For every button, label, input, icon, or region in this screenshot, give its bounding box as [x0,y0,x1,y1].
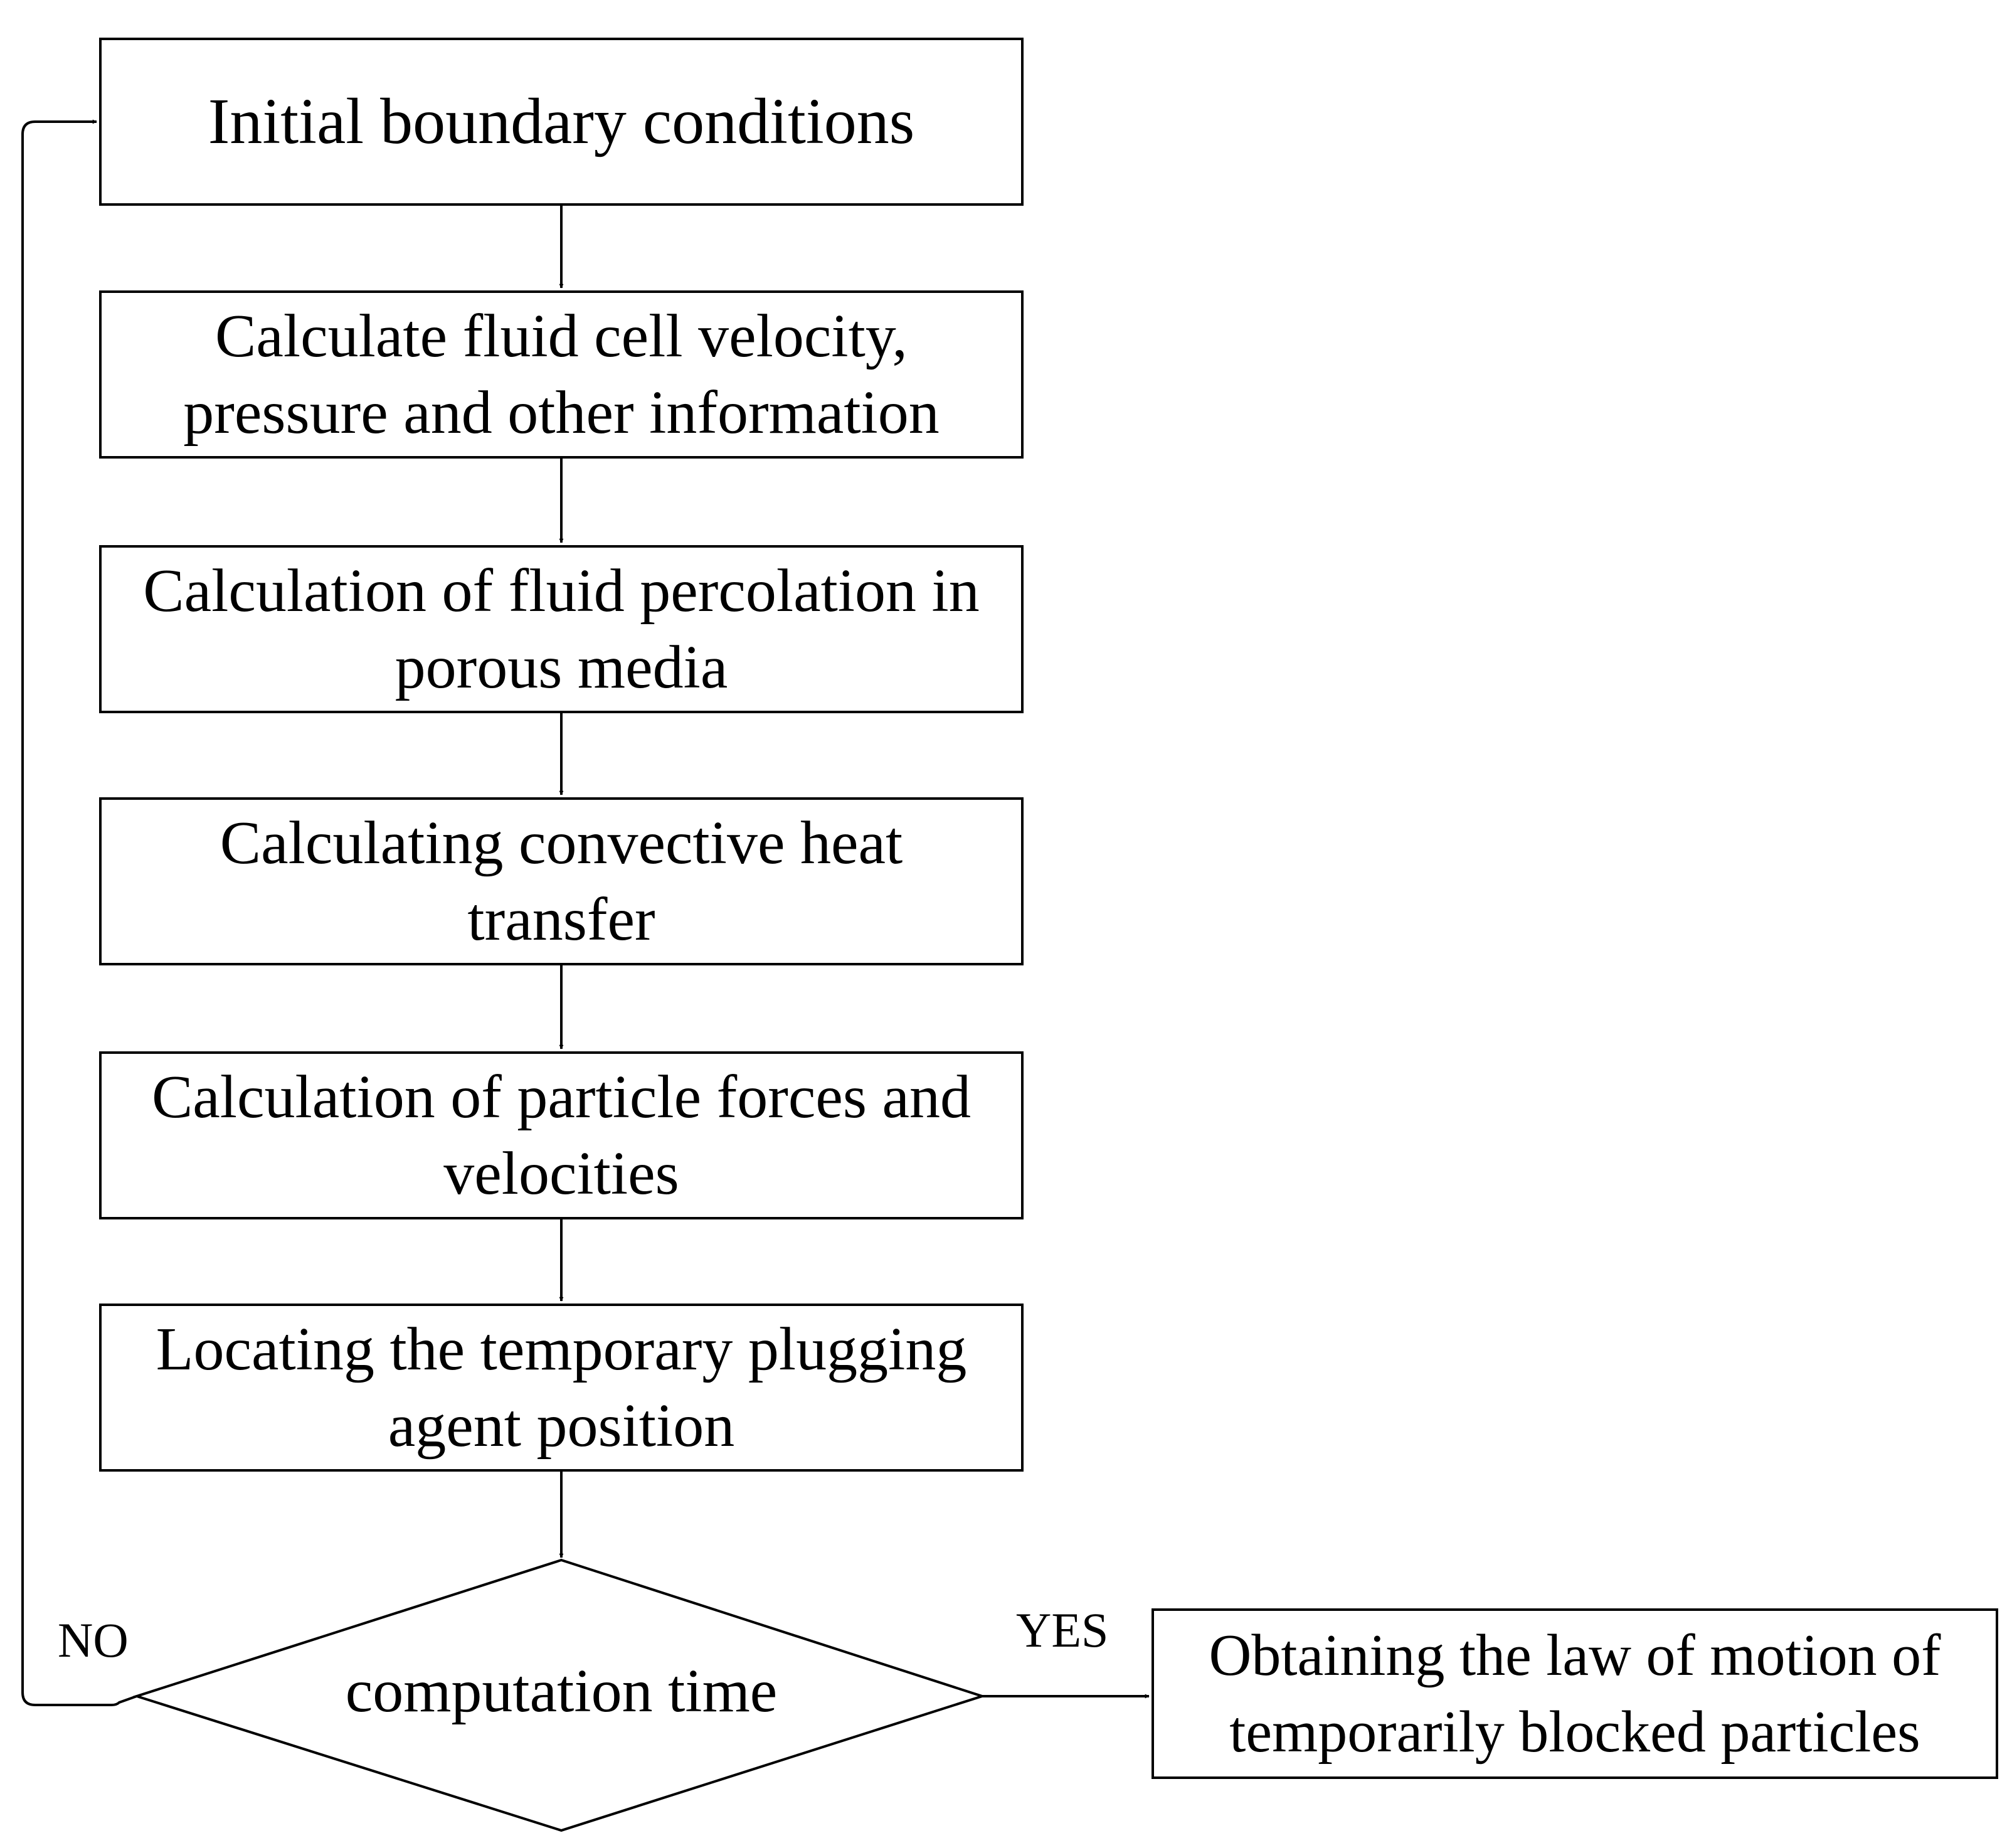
arrow-decision-no-loop [21,119,137,1706]
step-convective-heat-transfer: Calculating convective heat transfer [99,797,1024,965]
step-label: Calculation of fluid percolation in poro… [143,557,980,701]
step-label: Calculation of particle forces and veloc… [151,1063,972,1208]
step-label: Initial boundary conditions [208,85,915,157]
step-fluid-percolation: Calculation of fluid percolation in poro… [99,545,1024,713]
step-initial-boundary-conditions: Initial boundary conditions [99,38,1024,206]
step-label: Locating the temporary plugging agent po… [156,1315,967,1460]
branch-label-yes: YES [1016,1603,1109,1657]
step-label: Calculate fluid cell velocity, pressure … [183,302,940,447]
step-label: Calculating convective heat transfer [220,809,903,953]
result-law-of-motion: Obtaining the law of motion of temporari… [1152,1608,1998,1779]
step-calculate-fluid-cell-velocity: Calculate fluid cell velocity, pressure … [99,290,1024,459]
branch-label-no: NO [58,1613,129,1667]
result-label: Obtaining the law of motion of temporari… [1209,1623,1941,1765]
decision-label: computation time [345,1657,778,1725]
decision-diamond [132,1558,987,1832]
step-particle-forces-velocities: Calculation of particle forces and veloc… [99,1051,1024,1219]
step-plugging-agent-position: Locating the temporary plugging agent po… [99,1304,1024,1472]
